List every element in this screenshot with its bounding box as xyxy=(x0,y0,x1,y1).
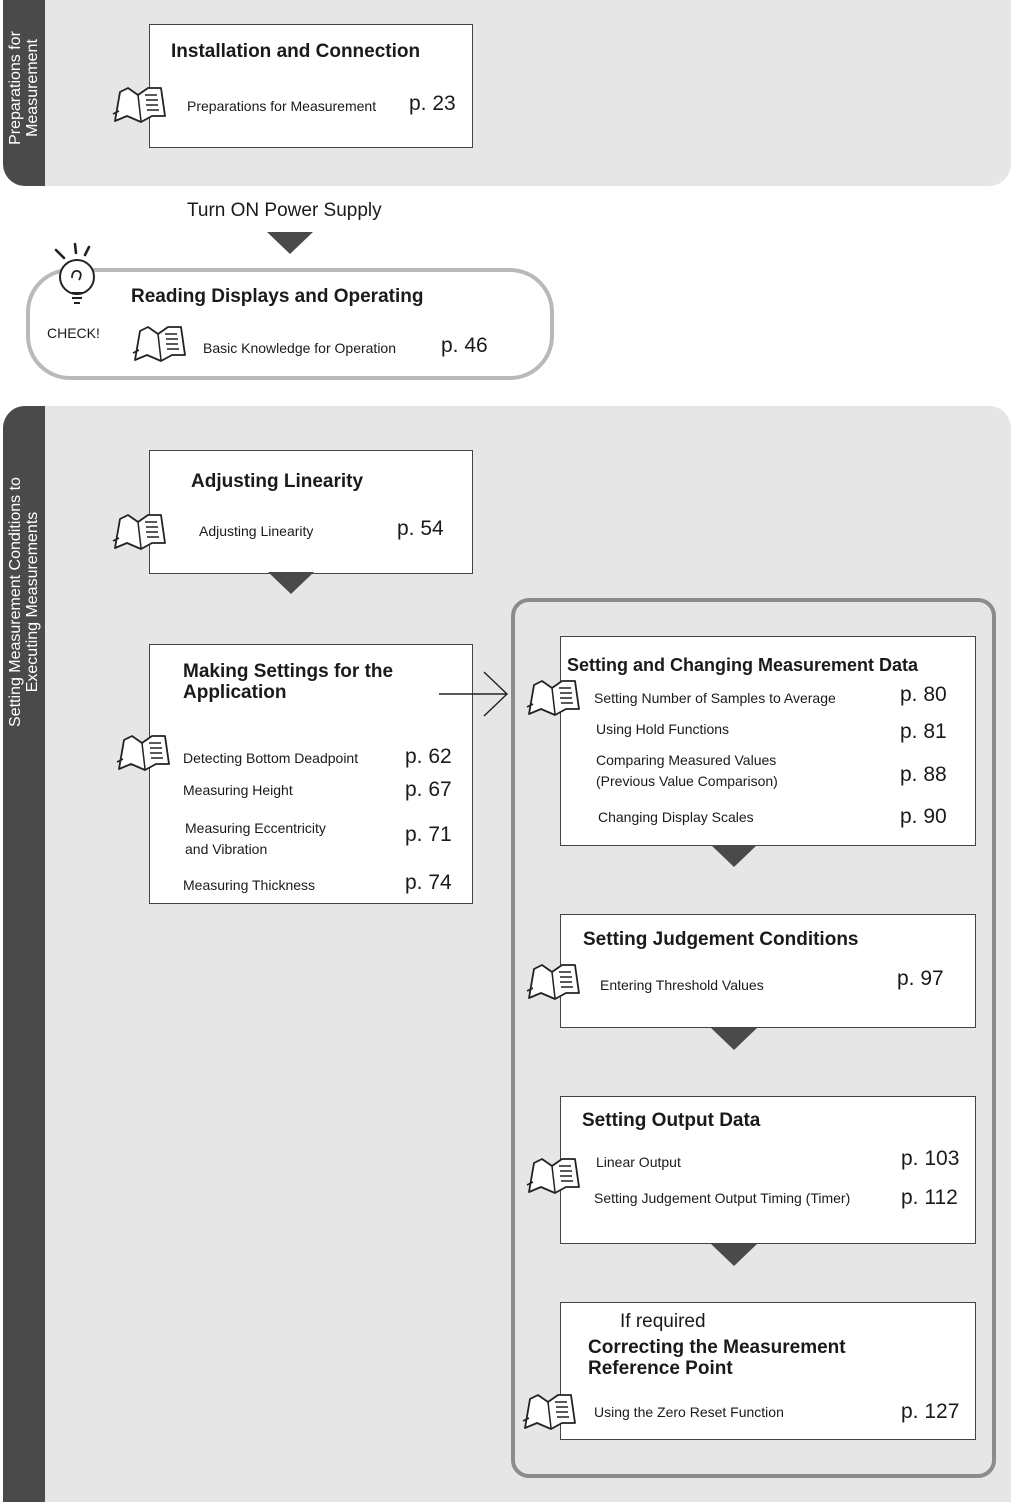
preparations-section-label: Preparations for Measurement xyxy=(7,31,41,145)
reference-label[interactable]: Using the Zero Reset Function xyxy=(594,1404,784,1420)
reference-label[interactable]: Measuring Height xyxy=(183,782,293,798)
manual-book-icon xyxy=(111,510,167,550)
reference-label[interactable]: Basic Knowledge for Operation xyxy=(203,340,396,356)
reference-label-line1[interactable]: Measuring Eccentricity xyxy=(185,820,326,836)
reference-label[interactable]: Adjusting Linearity xyxy=(199,523,314,539)
zero-reset-box: If required Correcting the Measurement R… xyxy=(560,1302,976,1440)
setting-section-tab xyxy=(3,406,45,1502)
page-reference[interactable]: p. 112 xyxy=(901,1186,958,1209)
application-box: Making Settings for the Application xyxy=(149,644,473,904)
page-reference[interactable]: p. 46 xyxy=(441,334,488,357)
flow-arrow-down xyxy=(267,232,313,254)
reference-label[interactable]: Using Hold Functions xyxy=(596,721,730,737)
manual-book-icon xyxy=(111,83,167,123)
branch-arrow-right xyxy=(439,671,509,717)
reference-label[interactable]: Preparations for Measurement xyxy=(187,98,377,114)
preparations-section-tab xyxy=(3,0,45,186)
output-box: Setting Output Data xyxy=(560,1096,976,1244)
reading-box xyxy=(26,268,554,380)
reference-label-line2[interactable]: (Previous Value Comparison) xyxy=(596,773,778,789)
page-reference[interactable]: p. 103 xyxy=(901,1147,960,1170)
check-label: CHECK! xyxy=(47,325,100,341)
reference-label[interactable]: Changing Display Scales xyxy=(598,809,754,825)
reference-label[interactable]: Entering Threshold Values xyxy=(600,977,764,993)
page-reference[interactable]: p. 97 xyxy=(897,967,944,990)
page-reference[interactable]: p. 80 xyxy=(900,683,947,706)
installation-box: Installation and Connection xyxy=(149,24,473,148)
flow-arrow-down xyxy=(268,572,314,594)
manual-book-icon xyxy=(525,676,581,716)
page-reference[interactable]: p. 90 xyxy=(900,805,947,828)
reference-label-line2[interactable]: and Vibration xyxy=(185,841,268,857)
page-reference[interactable]: p. 127 xyxy=(901,1400,960,1423)
page-reference[interactable]: p. 67 xyxy=(405,778,452,801)
judgement-box: Setting Judgement Conditions xyxy=(560,914,976,1028)
page-reference[interactable]: p. 54 xyxy=(397,517,444,540)
setting-section-label: Setting Measurement Conditions to Execut… xyxy=(7,477,41,727)
judgement-title: Setting Judgement Conditions xyxy=(583,929,859,950)
page-reference[interactable]: p. 74 xyxy=(405,871,452,894)
page-reference[interactable]: p. 62 xyxy=(405,745,452,768)
reference-label[interactable]: Measuring Thickness xyxy=(183,877,316,893)
measurement-data-box: Setting and Changing Measurement Data xyxy=(560,636,976,846)
reference-label[interactable]: Setting Judgement Output Timing (Timer) xyxy=(594,1190,851,1206)
lightbulb-icon xyxy=(54,242,95,304)
output-title: Setting Output Data xyxy=(582,1110,761,1131)
manual-book-icon xyxy=(525,1154,581,1194)
manual-book-icon xyxy=(131,322,187,362)
linearity-title: Adjusting Linearity xyxy=(191,471,364,492)
linearity-box: Adjusting Linearity xyxy=(149,450,473,574)
installation-title: Installation and Connection xyxy=(171,41,421,62)
reference-label[interactable]: Detecting Bottom Deadpoint xyxy=(183,750,359,766)
power-step-label: Turn ON Power Supply xyxy=(187,200,382,221)
reading-title: Reading Displays and Operating xyxy=(131,286,424,307)
page-reference[interactable]: p. 23 xyxy=(409,92,456,115)
zero-reset-title-line1: Correcting the Measurement xyxy=(588,1337,846,1358)
flow-arrow-down xyxy=(711,845,757,867)
page-reference[interactable]: p. 71 xyxy=(405,823,452,846)
manual-book-icon xyxy=(521,1390,577,1430)
application-title-line2: Application xyxy=(183,682,287,703)
application-title-line1: Making Settings for the xyxy=(183,661,394,682)
manual-book-icon xyxy=(525,960,581,1000)
zero-reset-title-line2: Reference Point xyxy=(588,1358,733,1379)
measurement-data-title: Setting and Changing Measurement Data xyxy=(567,655,919,675)
page-reference[interactable]: p. 81 xyxy=(900,720,947,743)
manual-book-icon xyxy=(115,731,171,771)
reference-label[interactable]: Setting Number of Samples to Average xyxy=(594,690,836,706)
flow-arrow-down xyxy=(711,1028,757,1050)
page-reference[interactable]: p. 88 xyxy=(900,763,947,786)
if-required-note: If required xyxy=(620,1311,706,1332)
flow-arrow-down xyxy=(711,1244,757,1266)
reference-label-line1[interactable]: Comparing Measured Values xyxy=(596,752,777,768)
reference-label[interactable]: Linear Output xyxy=(596,1154,681,1170)
